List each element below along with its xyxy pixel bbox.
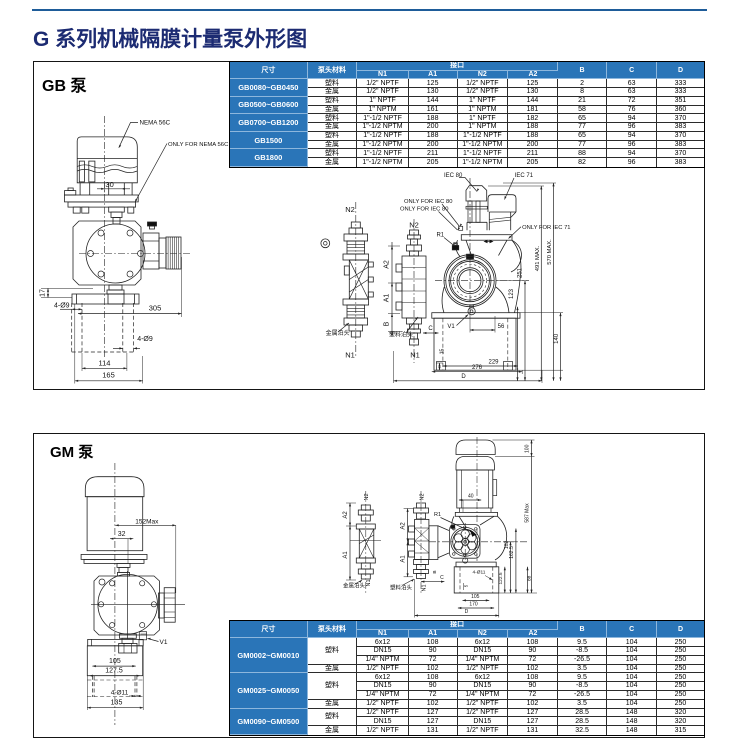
svg-text:305: 305 — [148, 303, 161, 312]
svg-text:4-Ø9: 4-Ø9 — [137, 336, 153, 343]
svg-text:N1: N1 — [421, 584, 427, 591]
svg-text:251: 251 — [517, 267, 523, 278]
svg-text:4-Ø11: 4-Ø11 — [472, 569, 485, 575]
svg-text:D: D — [461, 374, 466, 380]
svg-text:IEC 80: IEC 80 — [444, 173, 463, 179]
svg-text:A2: A2 — [343, 510, 349, 518]
svg-text:17: 17 — [39, 289, 46, 297]
svg-text:C: C — [428, 326, 433, 332]
svg-text:N2: N2 — [409, 220, 419, 229]
svg-text:塑料泊头: 塑料泊头 — [389, 330, 413, 338]
svg-text:140: 140 — [554, 333, 560, 344]
svg-text:40: 40 — [468, 493, 474, 499]
svg-text:N2: N2 — [419, 493, 425, 500]
svg-text:32: 32 — [117, 531, 125, 538]
svg-text:A1: A1 — [383, 293, 390, 302]
svg-text:127.5: 127.5 — [105, 667, 123, 674]
svg-text:4-Ø9: 4-Ø9 — [54, 302, 70, 309]
svg-text:N1: N1 — [365, 579, 371, 586]
svg-text:N2: N2 — [345, 205, 355, 214]
svg-text:B: B — [432, 570, 438, 573]
svg-text:B: B — [383, 321, 390, 326]
svg-text:ONLY FOR IEC 80: ONLY FOR IEC 80 — [404, 199, 452, 205]
svg-text:5: 5 — [463, 584, 468, 587]
svg-text:N1: N1 — [345, 350, 355, 359]
svg-text:金属泊头: 金属泊头 — [325, 329, 349, 337]
svg-text:135: 135 — [110, 699, 122, 706]
svg-text:IEC 71: IEC 71 — [514, 173, 533, 179]
svg-text:122.5: 122.5 — [498, 572, 504, 584]
svg-text:229: 229 — [488, 359, 499, 365]
svg-text:A1: A1 — [343, 550, 349, 558]
svg-text:A2: A2 — [400, 521, 406, 529]
svg-text:R1: R1 — [436, 232, 444, 238]
svg-text:ONLY FOR NEMA 56C: ONLY FOR NEMA 56C — [168, 142, 229, 148]
svg-text:570 MAX.: 570 MAX. — [547, 238, 553, 264]
svg-text:162.5: 162.5 — [509, 546, 515, 559]
svg-text:D: D — [464, 609, 468, 615]
svg-text:R1: R1 — [434, 512, 441, 518]
svg-text:88: 88 — [526, 575, 532, 581]
svg-text:V1: V1 — [159, 639, 167, 646]
svg-text:587 Max: 587 Max — [524, 503, 530, 523]
svg-text:152Max: 152Max — [135, 518, 159, 525]
svg-text:100: 100 — [524, 444, 530, 453]
svg-text:114: 114 — [98, 358, 110, 367]
svg-text:塑料泊头: 塑料泊头 — [390, 583, 413, 591]
svg-text:N1: N1 — [410, 350, 420, 359]
svg-text:NEMA 56C: NEMA 56C — [139, 119, 170, 126]
svg-text:123: 123 — [509, 288, 515, 299]
svg-text:A1: A1 — [400, 554, 406, 562]
svg-text:C: C — [440, 575, 444, 581]
svg-text:4-Ø11: 4-Ø11 — [110, 689, 128, 696]
svg-text:金属泊头: 金属泊头 — [343, 581, 366, 589]
svg-text:ONLY FOR IEC 71: ONLY FOR IEC 71 — [522, 225, 570, 231]
svg-text:ONLY FOR IEC 80: ONLY FOR IEC 80 — [400, 206, 448, 212]
svg-text:102: 102 — [503, 540, 509, 549]
svg-text:105: 105 — [471, 594, 480, 600]
svg-text:105: 105 — [109, 658, 121, 665]
svg-text:491 MAX.: 491 MAX. — [534, 245, 540, 271]
svg-text:30: 30 — [105, 180, 113, 189]
svg-text:N2: N2 — [363, 493, 369, 500]
svg-text:276: 276 — [472, 365, 483, 371]
svg-text:170: 170 — [469, 601, 478, 607]
svg-text:15: 15 — [439, 348, 445, 354]
svg-text:56: 56 — [497, 324, 504, 330]
svg-text:A2: A2 — [383, 260, 390, 269]
svg-text:V1: V1 — [447, 324, 455, 330]
svg-text:165: 165 — [102, 370, 115, 379]
